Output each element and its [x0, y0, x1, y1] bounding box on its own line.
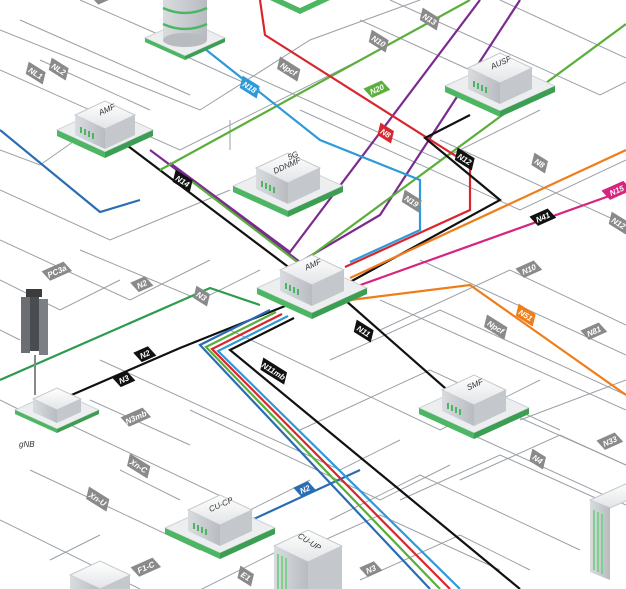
link-orange-n51 — [349, 283, 626, 396]
label-n12-right: N12 — [608, 211, 626, 235]
label-xn-u: Xn-U — [86, 486, 110, 512]
node-smf[interactable]: SMF — [417, 374, 531, 439]
label-n2-grey: N2 — [130, 276, 154, 293]
svg-text:N2: N2 — [299, 483, 313, 496]
antenna-icon — [21, 289, 48, 355]
node-label-line1: 5G — [286, 149, 299, 162]
link-green-n20 — [159, 0, 471, 171]
link-blue-n18 — [199, 44, 422, 264]
label-e1: E1 — [237, 565, 254, 587]
label-n8: N8 — [377, 122, 394, 144]
node-partial-bottom-left — [68, 560, 132, 589]
node-ausf[interactable]: AUSF — [443, 52, 557, 117]
node-amf-top[interactable]: AMF — [55, 100, 155, 158]
label-n15: N15 — [601, 180, 626, 200]
label-n2-black: N2 — [133, 346, 157, 363]
label-pc3a: PC3a — [41, 261, 73, 281]
label-n4: N4 — [529, 448, 546, 470]
label-n10-mid: N10 — [515, 260, 543, 278]
node-partial-rack-right — [588, 483, 626, 580]
label-n11mb: N11mb — [260, 357, 288, 385]
label-n8-right: N8 — [531, 152, 548, 174]
link-bundle-blue2 — [216, 315, 461, 589]
svg-text:N2: N2 — [139, 348, 153, 361]
node-ddnmf[interactable]: 5G DDNMF — [231, 149, 345, 217]
link-bundle-blue — [198, 309, 431, 589]
label-n81: N81 — [580, 322, 608, 340]
node-partial-top — [270, 0, 330, 14]
database-icon[interactable] — [143, 0, 227, 60]
node-gnb[interactable]: gNB — [13, 289, 101, 449]
link-bundle-green — [204, 311, 441, 589]
node-cu-up[interactable]: CU-UP — [272, 529, 344, 589]
link-purple-2 — [169, 0, 481, 254]
label-n41: N41 — [529, 208, 557, 226]
node-amf-center[interactable]: AMF — [255, 254, 369, 319]
svg-text:N3: N3 — [365, 563, 379, 576]
label-n20: N20 — [363, 80, 391, 98]
link-green-pc3a — [0, 286, 261, 382]
link-black-n14 — [119, 139, 296, 273]
label-nl1: NL1 — [25, 61, 46, 85]
label-n33: N33 — [596, 432, 624, 450]
link-black-n2 — [59, 298, 301, 402]
svg-text:N2: N2 — [136, 278, 150, 291]
link-orange — [349, 149, 626, 279]
link-bundle-black — [227, 317, 521, 589]
link-magenta — [351, 188, 626, 290]
label-n3-bottom: N3 — [359, 561, 383, 578]
link-black-n12 — [349, 114, 502, 283]
label-n3-grey: N3 — [193, 285, 210, 307]
node-label: gNB — [19, 440, 35, 449]
label-n3-black: N3 — [112, 371, 136, 388]
link-darkblue-left — [0, 129, 141, 214]
label-nl2: NL2 — [48, 57, 69, 81]
link-bundle-red — [210, 313, 451, 589]
label-n2-blue: N2 — [293, 481, 317, 498]
svg-text:N3: N3 — [118, 373, 132, 386]
link-red-n8 — [258, 0, 472, 269]
label-f1-c: F1-C — [130, 557, 162, 577]
label-n11: N11 — [353, 319, 374, 343]
node-cu-cp[interactable]: CU-CP — [163, 494, 277, 559]
